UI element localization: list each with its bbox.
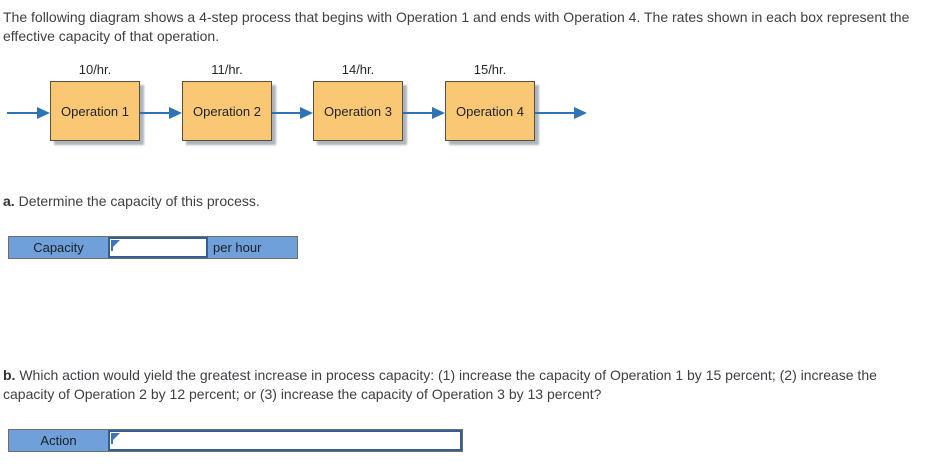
action-input[interactable] xyxy=(110,432,460,449)
arrow-shaft xyxy=(272,112,302,114)
flow-arrow-3-4 xyxy=(403,107,445,119)
arrow-shaft xyxy=(403,112,434,114)
flow-arrow-out xyxy=(535,107,587,119)
arrow-shaft xyxy=(140,112,171,114)
capacity-answer-table: Capacity per hour xyxy=(8,236,298,259)
operation-2-box: Operation 2 xyxy=(182,81,272,141)
arrow-head-icon xyxy=(432,107,445,119)
question-a-text: Determine the capacity of this process. xyxy=(14,193,260,209)
process-flow-diagram: 10/hr. 11/hr. 14/hr. 15/hr. Operation 1 … xyxy=(0,0,932,160)
arrow-head-icon xyxy=(169,107,182,119)
question-b: b. Which action would yield the greatest… xyxy=(3,366,929,404)
action-answer-table: Action xyxy=(8,429,463,452)
flow-arrow-2-3 xyxy=(272,107,313,119)
arrow-head-icon xyxy=(37,107,50,119)
arrow-head-icon xyxy=(300,107,313,119)
question-b-prefix: b. xyxy=(3,367,16,383)
intro-text: The following diagram shows a 4-step pro… xyxy=(3,9,910,44)
question-a-prefix: a. xyxy=(3,193,15,209)
operation-1-box: Operation 1 xyxy=(50,81,140,141)
rate-label-operation-3: 14/hr. xyxy=(341,62,375,77)
rate-label-operation-4: 15/hr. xyxy=(473,62,507,77)
capacity-label: Capacity xyxy=(9,237,108,258)
capacity-unit-label: per hour xyxy=(208,237,297,258)
rate-label-operation-1: 10/hr. xyxy=(78,62,112,77)
arrow-shaft xyxy=(535,112,576,114)
action-input-cell[interactable] xyxy=(108,430,462,451)
arrow-shaft xyxy=(7,112,39,114)
question-b-text: Which action would yield the greatest in… xyxy=(3,367,877,402)
question-a: a. Determine the capacity of this proces… xyxy=(3,192,929,211)
flow-arrow-in xyxy=(7,107,50,119)
operation-3-box: Operation 3 xyxy=(313,81,403,141)
capacity-input[interactable] xyxy=(110,239,206,256)
action-label: Action xyxy=(9,430,108,451)
operation-4-box: Operation 4 xyxy=(445,81,535,141)
capacity-input-cell[interactable] xyxy=(108,237,208,258)
rate-label-operation-2: 11/hr. xyxy=(211,62,243,77)
arrow-head-icon xyxy=(574,107,587,119)
flow-arrow-1-2 xyxy=(140,107,182,119)
